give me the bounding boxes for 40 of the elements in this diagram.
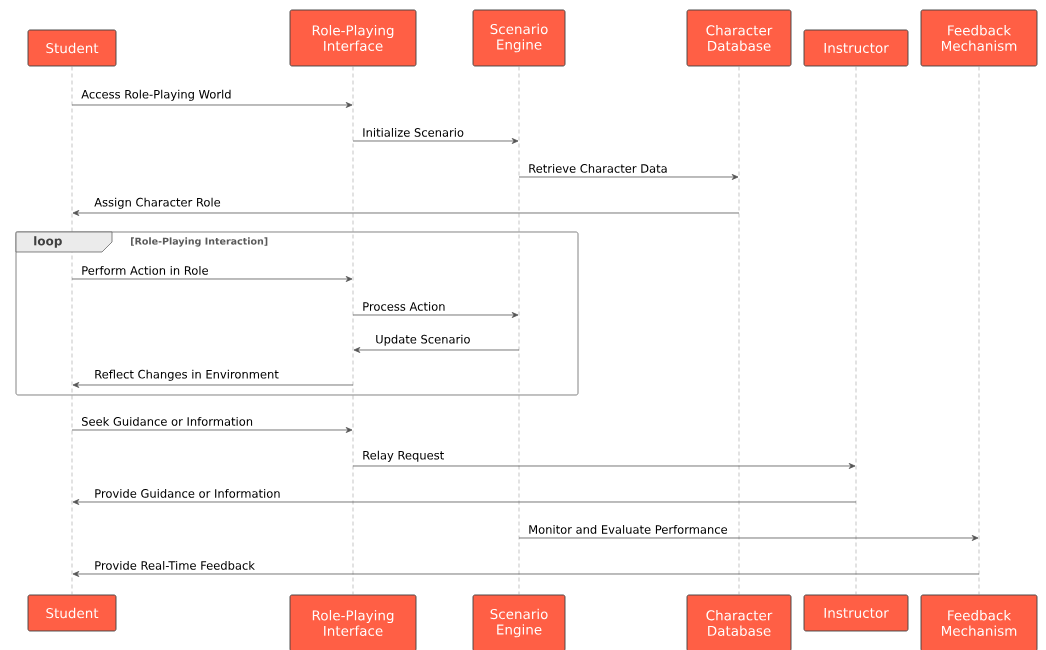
message-arrow <box>353 347 520 353</box>
message-arrow <box>518 535 979 541</box>
message-label: Provide Guidance or Information <box>93 487 282 499</box>
participant-box: Role-Playing Interface <box>289 594 417 650</box>
message-label: Initialize Scenario <box>361 126 465 138</box>
message-arrow <box>72 571 980 577</box>
loop-tab: loop <box>15 231 113 253</box>
participant-box: Feedback Mechanism <box>920 594 1038 650</box>
participant-box: Scenario Engine <box>472 9 566 67</box>
message-arrow <box>71 102 353 108</box>
message-arrow <box>72 210 740 216</box>
message-label: Monitor and Evaluate Performance <box>527 523 729 535</box>
participant-box: Student <box>27 29 117 67</box>
participant-box: Character Database <box>686 9 792 67</box>
participant-box: Feedback Mechanism <box>920 9 1038 67</box>
participant-box: Instructor <box>803 29 909 67</box>
message-arrow <box>72 499 857 505</box>
message-arrow <box>71 427 353 433</box>
message-arrow <box>71 276 353 282</box>
message-label: Provide Real-Time Feedback <box>93 559 256 571</box>
message-label: Relay Request <box>361 449 446 463</box>
message-arrow <box>518 174 739 180</box>
participant-box: Student <box>27 594 117 632</box>
participant-box: Role-Playing Interface <box>289 9 417 67</box>
message-label: Access Role-Playing World <box>80 88 233 102</box>
message-arrow <box>352 312 519 318</box>
loop-condition: [Role-Playing Interaction] <box>131 237 268 247</box>
message-arrow <box>72 382 354 388</box>
participant-box: Character Database <box>686 594 792 650</box>
message-label: Update Scenario <box>374 333 472 347</box>
participant-box: Instructor <box>803 594 909 632</box>
message-label: Retrieve Character Data <box>527 162 669 174</box>
message-label: Seek Guidance or Information <box>80 415 255 427</box>
message-label: Reflect Changes in Environment <box>93 368 280 382</box>
message-label: Process Action <box>361 300 447 312</box>
message-arrow <box>352 138 519 144</box>
participant-box: Scenario Engine <box>472 594 566 650</box>
message-arrow <box>352 463 856 469</box>
message-label: Assign Character Role <box>93 196 222 210</box>
message-label: Perform Action in Role <box>80 264 210 276</box>
